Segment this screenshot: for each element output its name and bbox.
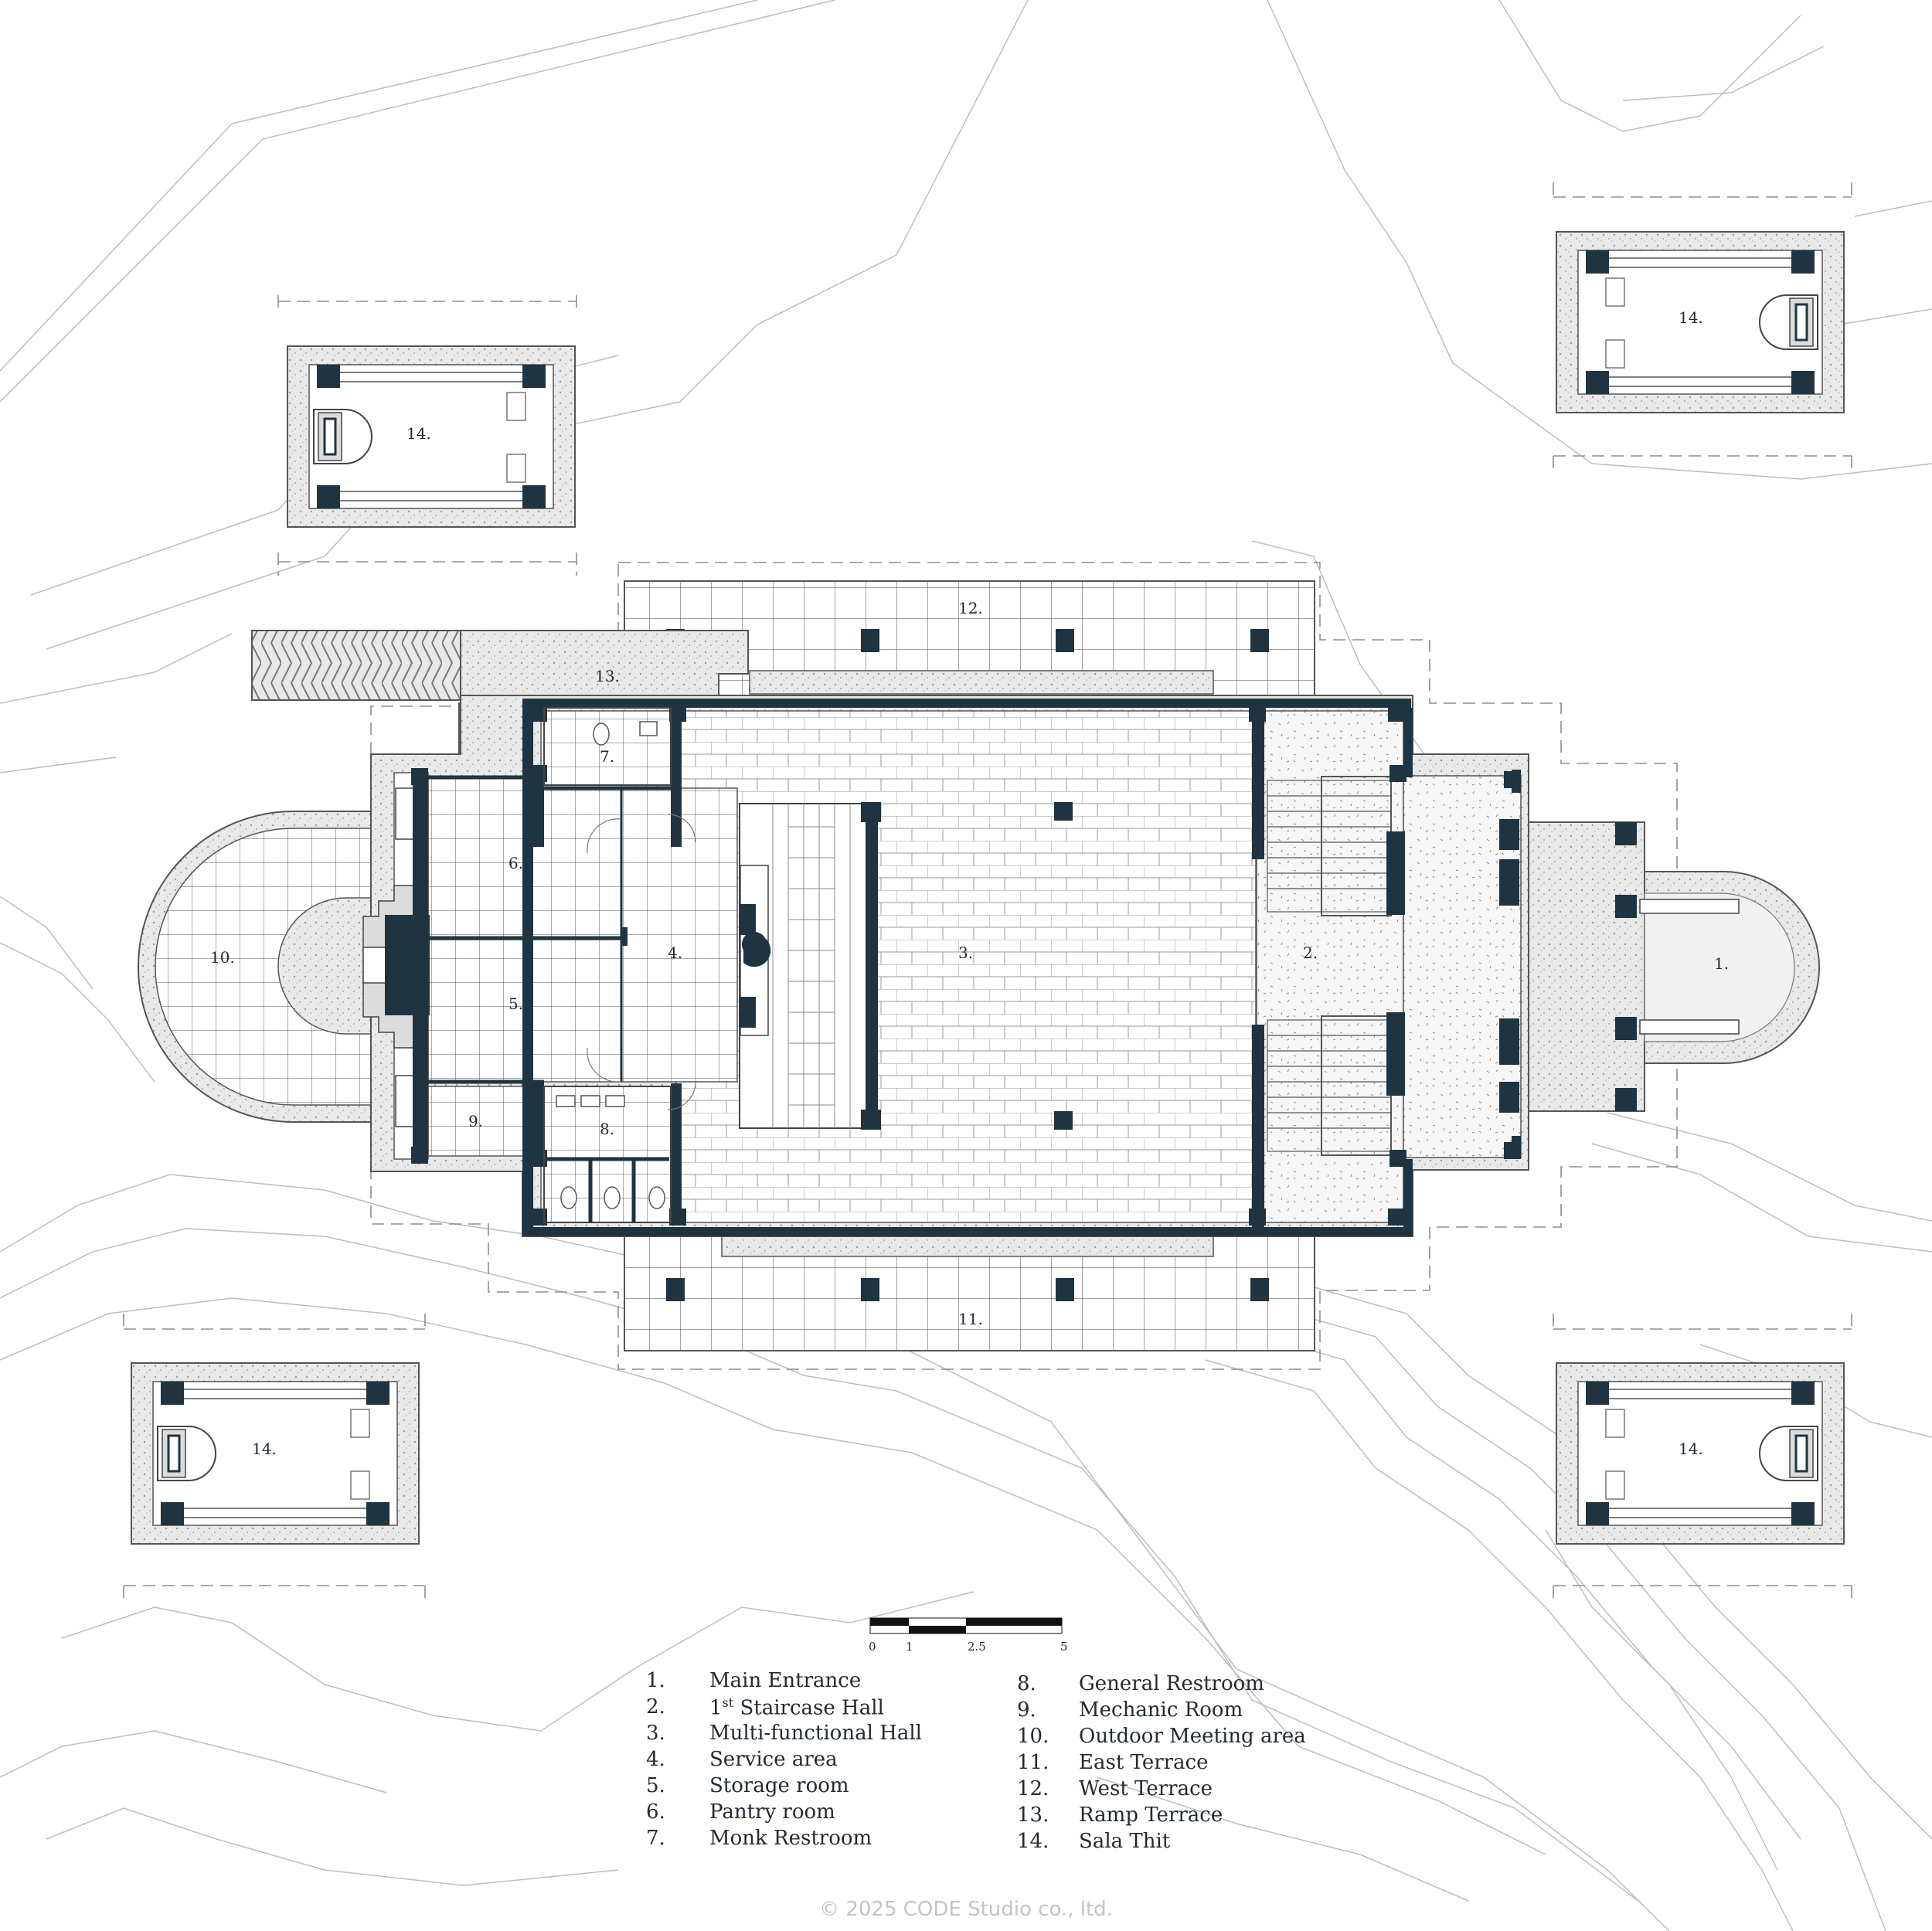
legend: 1.Main Entrance 2.1st Staircase Hall 3.M… — [646, 1669, 1306, 1853]
label-east-terrace: 11. — [958, 1310, 983, 1328]
columns — [411, 705, 1521, 1226]
east-terrace — [624, 1236, 1315, 1351]
restroom-fixtures — [428, 707, 696, 1223]
scale-label-2-5: 2.5 — [968, 1640, 986, 1654]
scale-label-5: 5 — [1060, 1640, 1068, 1654]
main-entrance-area — [1528, 821, 1820, 1112]
label-storage-room: 5. — [509, 994, 523, 1013]
label-sala-thit-nw: 14. — [406, 424, 431, 443]
walls — [385, 699, 1521, 1236]
label-service-area: 4. — [668, 943, 682, 962]
label-monk-restroom: 7. — [600, 747, 614, 766]
scale-label-0: 0 — [869, 1640, 876, 1654]
sala-thit-northwest — [286, 345, 577, 529]
room-labels: 1. 2. 3. 4. 5. 6. 7. 8. 9. 10. 11. 12. 1… — [210, 308, 1729, 1458]
altar-platform — [739, 803, 872, 1129]
label-sala-thit-ne: 14. — [1679, 308, 1703, 327]
scale-label-1: 1 — [906, 1640, 913, 1654]
label-pantry-room: 6. — [509, 854, 523, 872]
label-staircase-hall: 2. — [1303, 943, 1318, 962]
setback-lines — [123, 182, 1852, 1600]
scale-bar: 0 1 2.5 5 — [869, 1617, 1068, 1654]
label-sala-thit-se: 14. — [1679, 1440, 1703, 1458]
label-general-restroom: 8. — [600, 1120, 614, 1138]
label-outdoor-meeting-area: 10. — [210, 948, 235, 967]
label-mechanic-room: 9. — [468, 1112, 483, 1130]
label-ramp-terrace: 13. — [595, 667, 620, 685]
label-main-entrance: 1. — [1714, 954, 1729, 973]
label-west-terrace: 12. — [958, 599, 983, 617]
label-sala-thit-sw: 14. — [252, 1440, 277, 1458]
outdoor-meeting-area — [138, 811, 372, 1123]
copyright-notice: © 2025 CODE Studio co., ltd. — [819, 1898, 1113, 1921]
label-multifunctional-hall: 3. — [958, 943, 973, 962]
